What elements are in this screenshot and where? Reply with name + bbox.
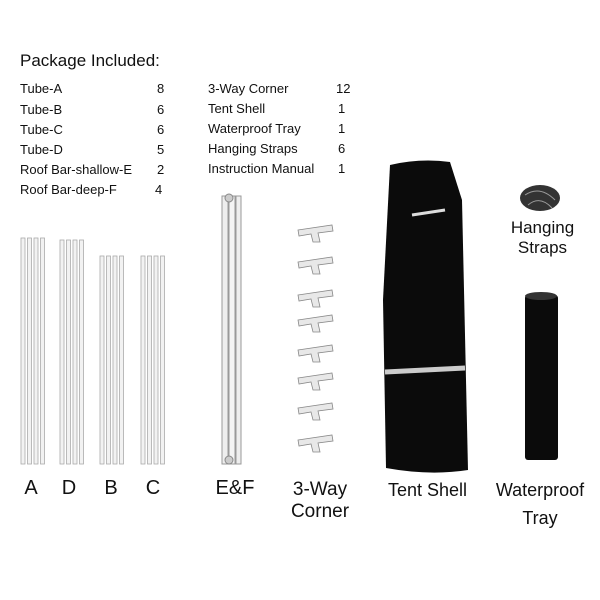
list-item: Hanging Straps 6: [208, 141, 345, 156]
item-name: Tube-C: [20, 122, 63, 137]
tube: [112, 255, 118, 465]
roof-bars-ef: [221, 193, 242, 465]
tube: [20, 237, 26, 465]
item-name: Roof Bar-deep-F: [20, 182, 117, 197]
three-way-corners: [297, 224, 334, 453]
item-name: 3-Way Corner: [208, 81, 289, 96]
label-tray-line2: Tray: [522, 508, 558, 528]
list-item: Tent Shell 1: [208, 101, 345, 116]
label-corner-line1: 3-Way: [292, 479, 348, 500]
item-qty: 6: [157, 122, 165, 137]
tube: [106, 255, 111, 465]
label-straps-line2: Straps: [517, 238, 568, 257]
package-heading: Package Included:: [20, 51, 160, 70]
list-item: 3-Way Corner 12: [208, 81, 350, 96]
tube: [66, 239, 71, 465]
item-qty: 1: [338, 161, 346, 176]
label-c: C: [145, 477, 161, 499]
item-name: Tube-A: [20, 81, 63, 96]
three-way-corner: [297, 344, 334, 363]
list-item: Tube-A 8: [20, 81, 164, 96]
tubes: [20, 237, 165, 465]
three-way-corner: [297, 402, 334, 421]
tube: [153, 255, 159, 465]
item-name: Waterproof Tray: [208, 121, 301, 136]
three-way-corner: [297, 289, 334, 308]
list-item: Instruction Manual 1: [208, 161, 345, 176]
item-qty: 8: [157, 81, 165, 96]
item-qty: 2: [157, 162, 165, 177]
item-qty: 1: [338, 121, 346, 136]
item-qty: 6: [338, 141, 346, 156]
tent-shell-roll: [383, 160, 468, 473]
label-corner-line2: Corner: [290, 501, 350, 522]
item-qty: 4: [155, 182, 163, 197]
list-item: Tube-D 5: [20, 142, 164, 157]
item-name: Tube-D: [20, 142, 63, 157]
item-qty: 6: [157, 102, 165, 117]
tube: [33, 237, 39, 465]
label-b: B: [104, 477, 118, 499]
list-item: Roof Bar-shallow-E 2: [20, 162, 164, 177]
tube: [72, 239, 78, 465]
list-item: Tube-B 6: [20, 102, 164, 117]
list-item: Roof Bar-deep-F 4: [20, 182, 162, 197]
three-way-corner: [297, 314, 334, 333]
tube: [79, 239, 84, 465]
three-way-corner: [297, 256, 334, 275]
list-item: Waterproof Tray 1: [208, 121, 345, 136]
item-qty: 1: [338, 101, 346, 116]
label-tray-line1: Waterproof: [495, 480, 585, 500]
three-way-corner: [297, 372, 334, 391]
label-d: D: [61, 477, 77, 499]
three-way-corner: [297, 224, 334, 243]
waterproof-tray-roll: [525, 292, 558, 460]
item-name: Hanging Straps: [208, 141, 298, 156]
tube: [27, 237, 32, 465]
item-name: Roof Bar-shallow-E: [20, 162, 132, 177]
list-item: Tube-C 6: [20, 122, 164, 137]
tube: [99, 255, 105, 465]
tube: [119, 255, 124, 465]
item-qty: 12: [336, 81, 351, 96]
tube: [59, 239, 65, 465]
tube: [140, 255, 146, 465]
tube: [147, 255, 152, 465]
tube: [160, 255, 165, 465]
tube: [40, 237, 45, 465]
label-straps-line1: Hanging: [510, 218, 575, 237]
label-ef: E&F: [215, 477, 255, 499]
item-name: Tent Shell: [208, 101, 266, 116]
label-a: A: [24, 477, 38, 499]
label-tent-shell: Tent Shell: [387, 480, 468, 500]
item-qty: 5: [157, 142, 165, 157]
item-name: Instruction Manual: [208, 161, 315, 176]
three-way-corner: [297, 434, 334, 453]
item-name: Tube-B: [20, 102, 63, 117]
hanging-straps: [520, 185, 560, 211]
